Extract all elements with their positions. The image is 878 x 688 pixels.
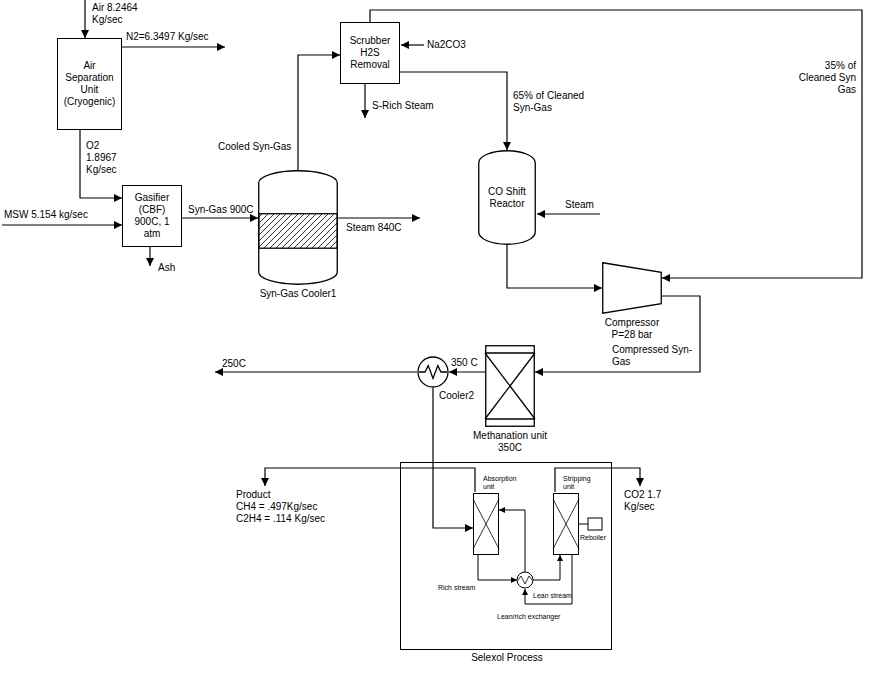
flow-connector	[449, 371, 485, 372]
gasifier-box: Gasifier (CBF) 900C, 1 atm	[122, 185, 182, 247]
flow-label: Air 8.2464 Kg/sec	[92, 2, 140, 26]
ash-line	[149, 247, 150, 266]
steam-feed-line	[537, 213, 600, 214]
node-label: Selexol Process	[427, 652, 587, 664]
column-outline	[554, 494, 579, 555]
methanation-reactor-outline	[485, 345, 535, 427]
air-feed-line	[84, 0, 85, 38]
node-label: Stripping unit	[563, 475, 603, 491]
compressor-symbol: Compressor P=28 bar	[602, 262, 662, 314]
scrubber-box: Scrubber H2S Removal	[340, 22, 400, 84]
selexol-box: Selexol ProcessAbsorption unitStripping …	[400, 462, 612, 650]
vessel-outline	[479, 151, 536, 245]
stream-label: Cooled Syn-Gas	[218, 141, 291, 153]
stripper-column: Stripping unit	[553, 493, 579, 555]
flow-label: Product	[236, 489, 270, 501]
exchanger-symbol	[517, 572, 533, 588]
node-label: Cooler2	[439, 390, 474, 402]
reagent-line	[401, 44, 424, 45]
cooler-symbol: Cooler2	[417, 356, 449, 388]
bed-line	[485, 352, 535, 353]
flow-label: 250C	[222, 358, 246, 370]
exchanger-symbol	[518, 576, 532, 584]
packing-line	[473, 499, 499, 549]
stream-label: 350 C	[451, 357, 478, 369]
stream-label: 35% of Cleaned Syn Gas	[790, 60, 856, 96]
cooler-symbol-outline	[417, 356, 449, 388]
co2-line	[555, 468, 640, 492]
flow-label: Steam 840C	[346, 222, 402, 234]
stream-label: 65% of Cleaned Syn-Gas	[513, 90, 595, 114]
flow-label: CO2 1.7 Kg/sec	[624, 489, 674, 513]
packing-line	[553, 499, 579, 549]
hatched-bed	[259, 214, 338, 249]
sulfur-line	[364, 84, 365, 118]
flow-label: Rich stream	[438, 583, 475, 592]
lean-line	[499, 510, 525, 572]
node-label: Syn-Gas Cooler1	[243, 288, 353, 300]
flow-label: Na2CO3	[427, 39, 466, 51]
flow-connector	[370, 10, 862, 278]
node-label: Absorption unit	[483, 475, 523, 491]
flow-connector	[182, 217, 258, 218]
flow-label: N2=6.3497 Kg/sec	[126, 31, 209, 43]
node-label: Compressor P=28 bar	[592, 317, 672, 341]
nitrogen-line	[122, 46, 225, 47]
packing-line	[473, 499, 499, 549]
text-area: Gasifier (CBF) 900C, 1 atm	[123, 186, 181, 246]
stripper-column-outline	[553, 493, 579, 555]
outlet-line	[215, 371, 417, 372]
bed-line	[485, 353, 535, 419]
flow-label: C2H4 = .114 Kg/sec	[236, 513, 325, 525]
flow-label: S-Rich Steam	[372, 100, 434, 112]
reactor-outline	[486, 346, 535, 427]
stream-label: Syn-Gas 900C	[188, 204, 254, 216]
reboiler-symbol	[588, 518, 602, 530]
msw-feed-line	[2, 224, 122, 225]
vessel-outline	[259, 171, 338, 285]
text-area: Scrubber H2S Removal	[341, 23, 399, 83]
coil-symbol	[419, 366, 447, 379]
reboiler-line	[578, 524, 588, 525]
compressor-symbol-outline	[602, 262, 662, 314]
text-area: Air Separation Unit (Cryogenic)	[58, 39, 121, 129]
steam-line	[338, 217, 420, 218]
packing-line	[553, 499, 579, 549]
flow-label: Steam	[565, 199, 594, 211]
bed-line	[485, 353, 535, 419]
product-line	[265, 468, 475, 492]
node-label: CO Shift Reactor	[482, 186, 532, 210]
node-label: Air Separation Unit (Cryogenic)	[62, 60, 117, 108]
shift-reactor: CO Shift Reactor	[478, 150, 536, 245]
flow-label: Ash	[158, 262, 175, 274]
text-area: CO Shift Reactor	[478, 150, 536, 245]
compressor-outline	[603, 263, 662, 314]
methanation-reactor: Methanation unit 350C	[485, 345, 535, 427]
absorber-column-outline	[473, 493, 499, 555]
flow-label: Reboiler	[580, 533, 606, 542]
cooler-outline	[418, 357, 448, 387]
flow-label: MSW 5.154 kg/sec	[4, 209, 88, 221]
rich-line	[533, 555, 560, 580]
bed-line	[485, 418, 535, 419]
syngas-cooler-outline	[258, 170, 338, 285]
flow-label: CH4 = .497Kg/sec	[236, 501, 317, 513]
flow-label: Lean stream	[533, 591, 572, 600]
stream-label: Compressed Syn-Gas	[612, 344, 696, 368]
unit-box: Air Separation Unit (Cryogenic)	[57, 38, 122, 130]
node-label: Methanation unit 350C	[465, 430, 555, 454]
node-label: Gasifier (CBF) 900C, 1 atm	[127, 192, 177, 240]
absorber-column: Absorption unit	[473, 493, 499, 555]
column-outline	[474, 494, 499, 555]
syngas-cooler: Syn-Gas Cooler1	[258, 170, 338, 285]
flow-connector	[433, 388, 473, 528]
flow-connector	[298, 55, 340, 170]
flow-connector	[507, 245, 602, 288]
stream-label: O2 1.8967 Kg/sec	[86, 140, 124, 176]
rich-line	[478, 554, 517, 580]
flow-label: Lean/rich exchanger	[497, 612, 560, 621]
node-label: Scrubber H2S Removal	[345, 35, 395, 71]
